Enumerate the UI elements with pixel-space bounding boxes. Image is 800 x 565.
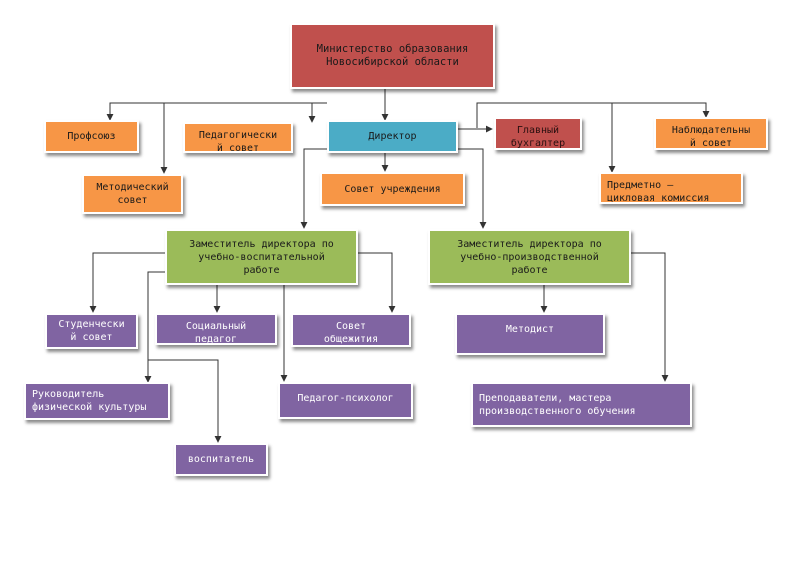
node-deputy-educational: Заместитель директора по учебно-воспитат…: [165, 229, 358, 285]
link-edu-pe: [144, 271, 165, 383]
node-student-council: Студенчески й совет: [45, 313, 138, 349]
node-social-pedagogue: Социальный педагог: [155, 313, 277, 345]
node-ped-council: Педагогически й совет: [183, 122, 293, 153]
link-edu-student: [89, 252, 165, 313]
node-psychologist: Педагог-психолог: [278, 382, 413, 419]
node-methodical-council: Методический совет: [82, 174, 183, 214]
node-teachers-masters: Преподаватели, мастера производственного…: [471, 382, 692, 427]
node-dormitory-council: Совет общежития: [291, 313, 411, 347]
node-pe-head: Руководитель физической культуры: [24, 382, 170, 420]
node-director: Директор: [327, 120, 458, 153]
node-supervisory-board: Наблюдательны й совет: [654, 117, 768, 150]
link-director-supervisory: [476, 102, 710, 128]
node-subject-cycle-commission: Предметно – цикловая комиссия: [599, 172, 743, 204]
link-director-deputy-prod: [458, 148, 487, 229]
link-director-deputy-edu: [300, 148, 327, 229]
link-director-profsoyuz: [106, 102, 327, 121]
node-methodist: Методист: [455, 313, 605, 355]
node-deputy-production: Заместитель директора по учебно-производ…: [428, 229, 631, 285]
node-educator: воспитатель: [174, 443, 268, 476]
node-profsoyuz: Профсоюз: [44, 120, 139, 153]
link-prod-teachers: [631, 252, 669, 382]
link-edu-educator: [148, 359, 222, 443]
node-ministry: Министерство образования Новосибирской о…: [290, 23, 495, 89]
link-edu-dormitory: [358, 252, 396, 313]
node-institution-council: Совет учреждения: [320, 172, 465, 206]
node-chief-accountant: Главный бухгалтер: [494, 117, 582, 150]
